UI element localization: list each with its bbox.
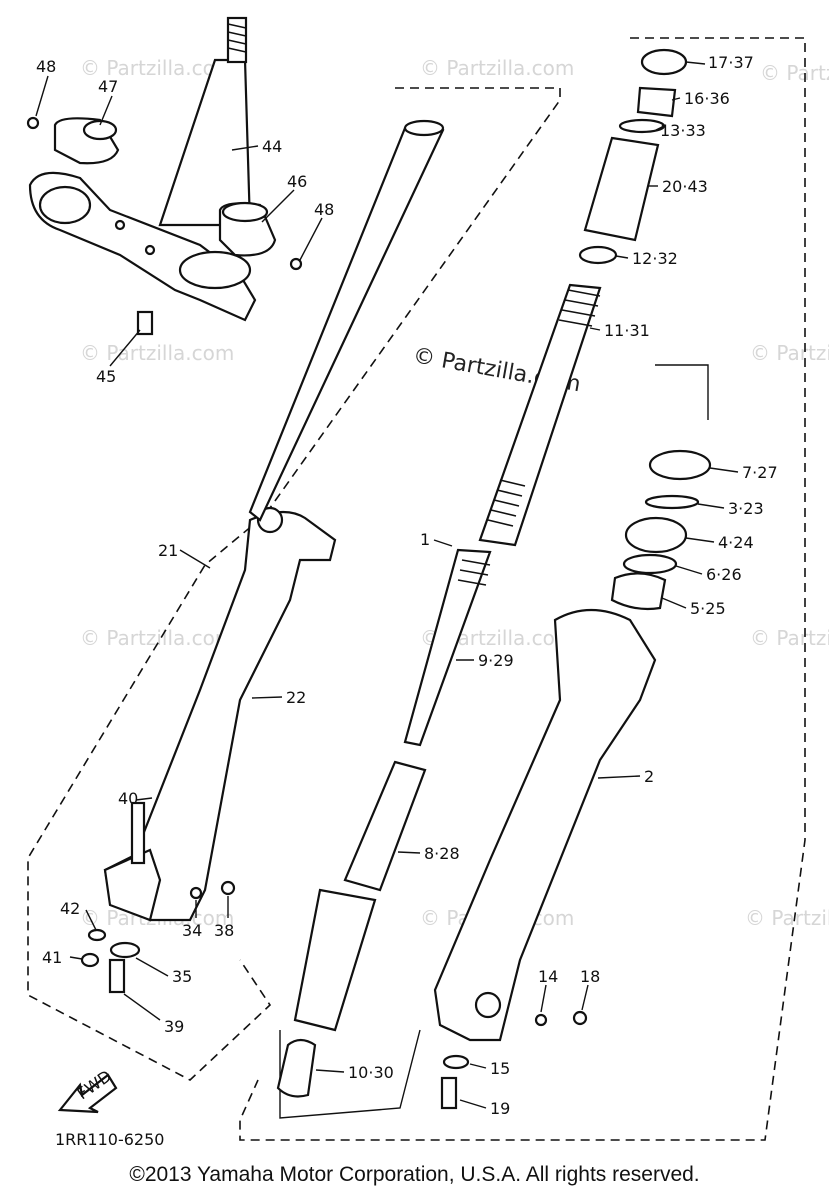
label-48b: 48 <box>314 200 334 219</box>
label-41: 41 <box>42 948 62 967</box>
watermark-tile: © Partzilla.com <box>80 626 234 650</box>
watermark-tile: © Partzilla.com <box>420 56 574 80</box>
label-14: 14 <box>538 967 558 986</box>
washer-14 <box>534 1013 548 1027</box>
fwd-arrow: FWD <box>57 1066 118 1114</box>
label-20-43: 20·43 <box>662 177 708 196</box>
dust-seal-7 <box>648 449 712 481</box>
label-19: 19 <box>490 1099 510 1118</box>
bushing-10 <box>276 1038 317 1098</box>
nut-42 <box>87 928 107 942</box>
label-38: 38 <box>214 921 234 940</box>
bolt-18 <box>572 1010 588 1026</box>
label-35: 35 <box>172 967 192 986</box>
label-7-27: 7·27 <box>742 463 778 482</box>
watermark-tile: © Partzilla.com <box>750 626 829 650</box>
inner-tube-top <box>403 119 445 137</box>
inner-assembly-bracket <box>655 364 709 420</box>
label-1: 1 <box>420 530 430 549</box>
bushing-5 <box>610 572 667 611</box>
bolt-48b <box>289 257 303 271</box>
washer-15 <box>442 1054 470 1070</box>
outer-tube-lower <box>293 888 377 1032</box>
label-21: 21 <box>158 541 178 560</box>
label-18: 18 <box>580 967 600 986</box>
label-11-31: 11·31 <box>604 321 650 340</box>
right-fork-group-outline <box>239 37 806 1141</box>
lower-bracket <box>279 1029 421 1119</box>
clamp-46 <box>218 201 277 257</box>
label-48: 48 <box>36 57 56 76</box>
watermark-tile: © Partzilla.com <box>760 61 829 85</box>
leader-lines <box>35 61 739 1109</box>
label-12-32: 12·32 <box>632 249 678 268</box>
clip-3 <box>644 494 700 510</box>
inner-tube <box>248 122 445 522</box>
cap-17 <box>640 48 688 76</box>
cap-bolt-16 <box>636 86 677 118</box>
seat-12 <box>578 245 618 265</box>
bolt-40 <box>130 801 146 865</box>
label-3-23: 3·23 <box>728 499 764 518</box>
label-5-25: 5·25 <box>690 599 726 618</box>
watermark-tile: © Partzilla.com <box>80 341 234 365</box>
label-46: 46 <box>287 172 307 191</box>
washer-6 <box>622 553 678 575</box>
diagram-code: 1RR110-6250 <box>55 1130 164 1149</box>
label-22: 22 <box>286 688 306 707</box>
spring-coils <box>487 289 601 527</box>
spacer-20 <box>583 136 660 242</box>
left-fork-group-outline <box>27 87 561 1081</box>
steering-stem <box>158 16 252 227</box>
copyright-notice: ©2013 Yamaha Motor Corporation, U.S.A. A… <box>129 1163 700 1186</box>
nut-41 <box>80 952 100 968</box>
washer-34 <box>189 886 203 900</box>
label-34: 34 <box>182 921 202 940</box>
label-8-28: 8·28 <box>424 844 460 863</box>
bolt-48a <box>26 116 40 130</box>
label-6-26: 6·26 <box>706 565 742 584</box>
bolt-45 <box>136 310 154 336</box>
label-40: 40 <box>118 789 138 808</box>
watermark-tile: © Partzilla.com <box>750 341 829 365</box>
label-17-37: 17·37 <box>708 53 754 72</box>
o-ring-13 <box>618 118 666 134</box>
label-9-29: 9·29 <box>478 651 514 670</box>
under-bracket <box>28 171 257 322</box>
damper-rod-9 <box>403 548 492 747</box>
oil-seal-4 <box>624 516 688 554</box>
label-2: 2 <box>644 767 654 786</box>
clamp-47 <box>53 117 120 165</box>
collar-8 <box>343 760 427 892</box>
watermark-tile: © Partzilla.com <box>745 906 829 930</box>
label-10-30: 10·30 <box>348 1063 394 1082</box>
spring-11 <box>478 283 602 547</box>
right-outer-tube <box>433 608 657 1042</box>
label-42: 42 <box>60 899 80 918</box>
bolt-19 <box>440 1076 458 1110</box>
label-15: 15 <box>490 1059 510 1078</box>
label-4-24: 4·24 <box>718 533 754 552</box>
washer-35 <box>109 941 141 959</box>
label-45: 45 <box>96 367 116 386</box>
label-39: 39 <box>164 1017 184 1036</box>
label-16-36: 16·36 <box>684 89 730 108</box>
bolt-39 <box>108 958 126 994</box>
label-44: 44 <box>262 137 282 156</box>
bolt-38 <box>220 880 236 896</box>
label-13-33: 13·33 <box>660 121 706 140</box>
label-47: 47 <box>98 77 118 96</box>
part-labels: 48 47 44 46 48 45 17·37 16·36 13·33 20·4… <box>36 53 778 1149</box>
